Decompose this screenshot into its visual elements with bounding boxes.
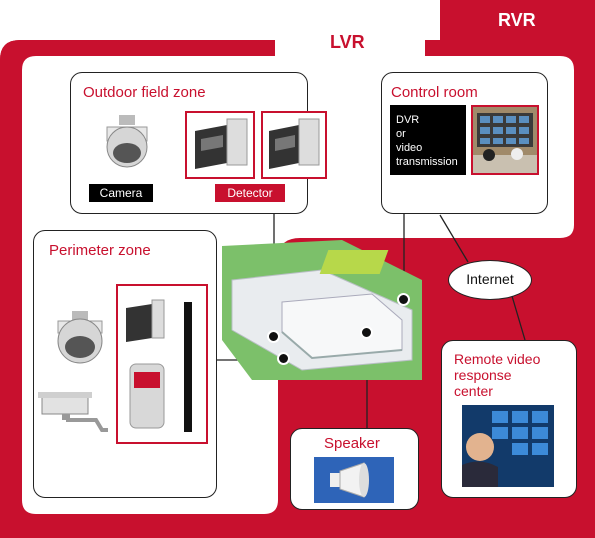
outdoor-zone-title: Outdoor field zone [83,84,206,101]
internet-bubble: Internet [448,260,532,300]
lvr-tab-label: LVR [330,32,365,52]
connection-dot [267,330,280,343]
detector-icon [126,299,192,432]
facility-illustration [222,240,422,380]
dvr-line: transmission [396,156,458,168]
remote-center-title-line: center [454,383,493,399]
detector-icon [195,118,248,169]
dvr-box: DVR or video transmission [390,105,466,175]
remote-center-title: Remote video response center [454,351,540,399]
detector-tag: Detector [215,184,285,202]
monitor-wall-icon [473,113,537,173]
detector-icon [269,118,320,169]
speaker-panel: Speaker [290,428,419,510]
speaker-title: Speaker [324,435,380,452]
remote-center-title-line: response [454,367,512,383]
connection-dot [277,352,290,365]
detector-frame-2 [261,111,327,179]
control-room-panel: Control room DVR or video transmission [381,72,548,214]
rvr-tab-label: RVR [498,10,536,30]
dvr-line: video [396,142,423,154]
perimeter-zone-panel: Perimeter zone [33,230,217,498]
box-camera-icon [38,392,108,432]
speaker-photo [314,457,394,503]
camera-tag: Camera [89,184,153,202]
dvr-line: DVR [396,114,420,126]
outdoor-field-zone-panel: Outdoor field zone Camera Detector [70,72,327,214]
detector-frame-1 [185,111,255,179]
dome-camera-icon [57,311,103,364]
remote-center-panel: Remote video response center [441,340,577,498]
response-center-photo [462,405,554,487]
internet-label: Internet [466,271,514,287]
perimeter-zone-title: Perimeter zone [49,242,151,259]
control-room-title: Control room [391,84,478,101]
connection-dot [360,326,373,339]
connection-dot [397,293,410,306]
dvr-line: or [396,128,406,140]
perimeter-detector-frame [116,284,208,444]
dome-camera-icon [106,115,148,168]
remote-center-title-line: Remote video [454,351,541,367]
control-room-photo [471,105,539,175]
